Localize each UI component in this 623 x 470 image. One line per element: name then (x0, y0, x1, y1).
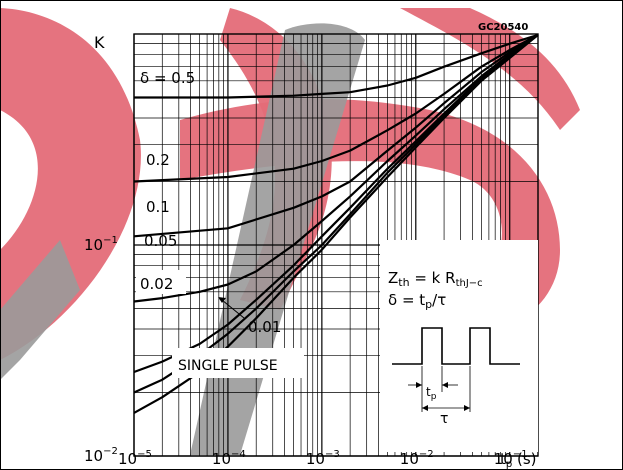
watermark-logo (0, 8, 580, 455)
tp-arrowhead (416, 382, 422, 388)
curve (133, 33, 539, 183)
curve-label: 0.2 (146, 151, 170, 169)
curve-label: 0.05 (144, 232, 177, 250)
tau-label: τ (440, 411, 448, 427)
formula-delta: δ = tp/τ (388, 291, 446, 311)
curve (134, 33, 539, 99)
tp-label: tp (426, 385, 437, 402)
x-tick-label: 10−3 (306, 449, 340, 468)
tau-arrowhead (422, 405, 428, 411)
tp-arrowhead (442, 382, 448, 388)
label-box (136, 270, 186, 294)
curve (133, 33, 539, 303)
tau-arrowhead (464, 405, 470, 411)
x-tick-label: 10−4 (212, 449, 246, 468)
pointer-arrowhead (218, 297, 226, 303)
watermark-gray-left (0, 240, 80, 380)
curve (133, 33, 539, 238)
watermark-red-top (400, 8, 580, 130)
x-tick-label: 10−2 (400, 449, 434, 468)
curve (133, 34, 539, 374)
formula-zth: Zth = k RthJ−c (388, 269, 483, 289)
chart-code: GC20540 (478, 22, 528, 33)
x-axis-label: tp (s) (500, 450, 537, 470)
curve-label: 0.01 (248, 318, 281, 336)
formula-inset: Zth = k RthJ−cδ = tp/τ tpτ (380, 240, 538, 452)
curve-label: δ = 0.5 (140, 69, 195, 87)
y-tick-label: 10−2 (84, 446, 118, 465)
x-tick-label: 10−1 (494, 449, 528, 468)
y-tick-label: 10−1 (84, 235, 118, 254)
single-pulse-box (172, 348, 304, 378)
y-axis-label: K (94, 33, 105, 52)
pulse-train (392, 327, 520, 365)
curve-label: 0.1 (146, 198, 170, 216)
inset-box (380, 240, 538, 452)
curve-label: SINGLE PULSE (178, 358, 278, 374)
x-tick-label: 10−5 (118, 449, 152, 468)
pointer-arrow (221, 299, 245, 319)
curve-label: 0.02 (140, 275, 173, 293)
watermark-gray-band (190, 23, 365, 455)
